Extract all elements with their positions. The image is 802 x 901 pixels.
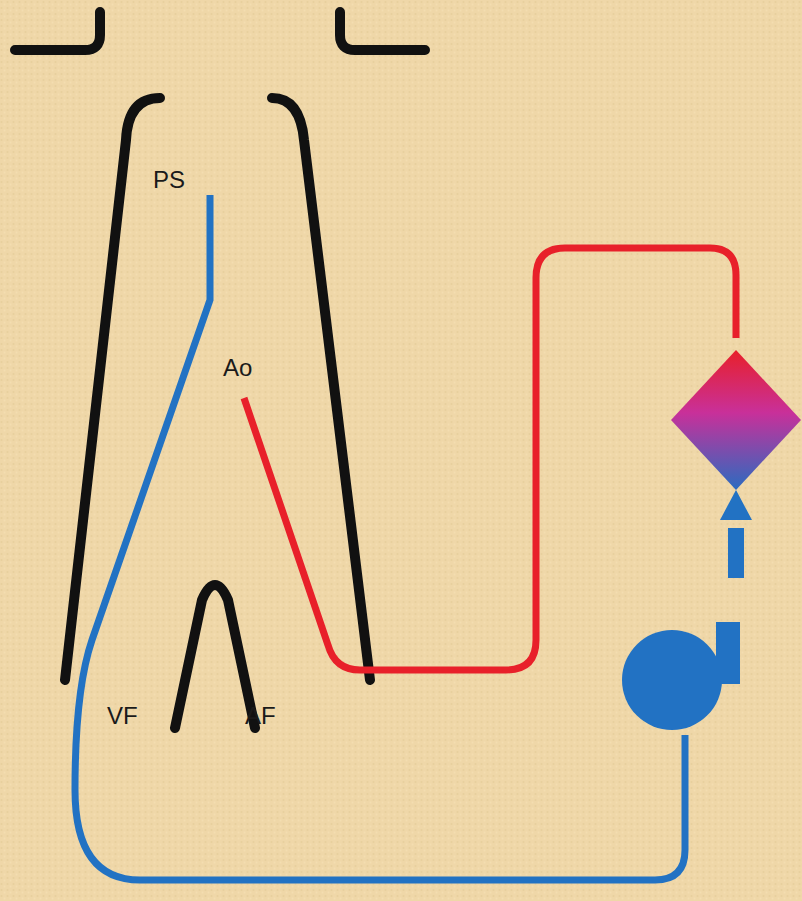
pump (622, 490, 752, 730)
vessel-label: PS (153, 168, 185, 192)
neck-left (15, 12, 100, 50)
arrow-head (720, 490, 752, 520)
body-outline (15, 12, 425, 728)
vessel-label: VF (107, 704, 138, 728)
torso-left (65, 98, 160, 680)
vessel-label: Ao (223, 356, 252, 380)
pump-body (622, 630, 722, 730)
arterial-line (244, 248, 736, 670)
arrow-shaft (728, 528, 744, 578)
venous-line (75, 195, 685, 880)
pump-outlet (716, 622, 740, 684)
legs-inner (175, 585, 255, 728)
oxygenator-diamond (671, 350, 801, 490)
torso-right (272, 98, 370, 680)
vessel-label: AF (245, 704, 276, 728)
neck-right (340, 12, 425, 50)
